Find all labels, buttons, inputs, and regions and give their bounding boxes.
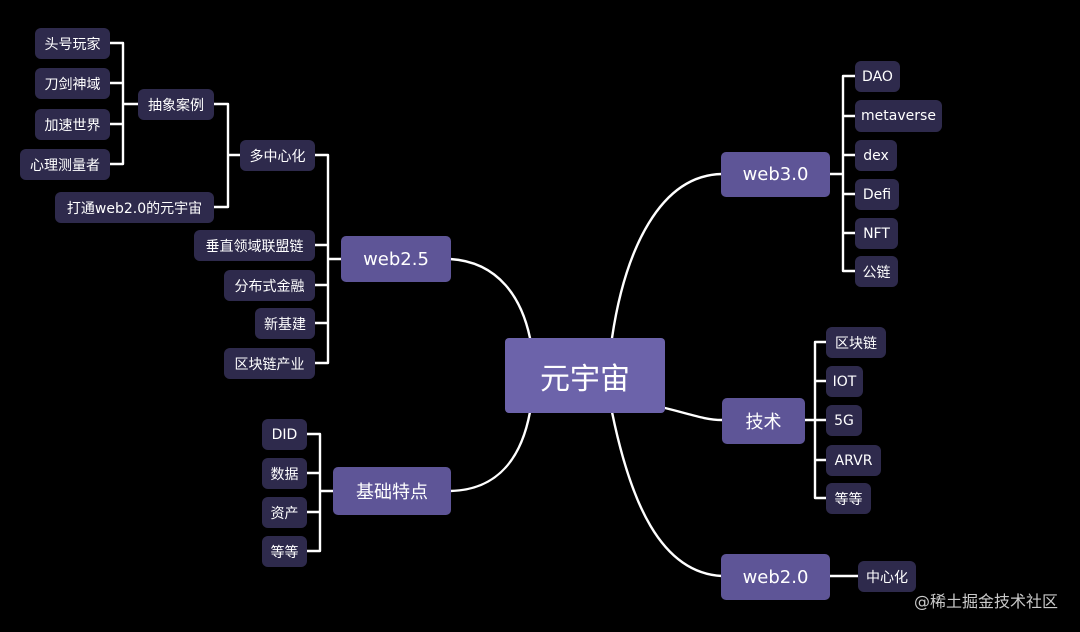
connector-root-basic [448,410,532,493]
connector-root-web25 [448,257,532,340]
node-defi[interactable]: Defi [855,179,899,210]
node-5g[interactable]: 5G [826,405,862,436]
node-etc-basic[interactable]: 等等 [262,536,307,567]
node-sword-art-online[interactable]: 刀剑神域 [35,68,110,99]
node-ready-player-one[interactable]: 头号玩家 [35,28,110,59]
connector-root-web20 [610,410,724,578]
node-abstract-cases[interactable]: 抽象案例 [138,89,214,120]
node-distributed-finance[interactable]: 分布式金融 [224,270,315,301]
branch-web30[interactable]: web3.0 [721,152,830,197]
node-public-chain[interactable]: 公链 [855,256,898,287]
node-nft[interactable]: NFT [855,218,898,249]
connector-basic-bracket [305,432,335,553]
node-psycho-pass[interactable]: 心理测量者 [20,149,110,180]
connector-root-tech [663,406,724,422]
node-blockchain-industry[interactable]: 区块链产业 [224,348,315,379]
connector-web30-bracket [828,74,857,273]
node-multi-center[interactable]: 多中心化 [240,140,315,171]
connector-abstract-bracket [108,41,140,166]
branch-basic-features[interactable]: 基础特点 [333,467,451,515]
node-metaverse[interactable]: metaverse [855,100,942,132]
branch-tech[interactable]: 技术 [722,398,805,444]
node-accel-world[interactable]: 加速世界 [35,109,110,140]
node-arvr[interactable]: ARVR [826,445,881,476]
connector-multicenter-bracket [212,102,242,209]
node-centralized[interactable]: 中心化 [858,561,916,592]
node-etc-tech[interactable]: 等等 [826,483,871,514]
node-dao[interactable]: DAO [855,61,900,92]
node-assets[interactable]: 资产 [262,497,307,528]
node-bridge-web20-metaverse[interactable]: 打通web2.0的元宇宙 [55,192,214,223]
connector-web25-bracket [313,153,343,365]
connector-root-web30 [610,172,724,340]
node-did[interactable]: DID [262,419,307,450]
node-data[interactable]: 数据 [262,458,307,489]
node-blockchain[interactable]: 区块链 [826,327,886,358]
node-vertical-consortium-chain[interactable]: 垂直领域联盟链 [194,230,315,261]
connector-tech-bracket [803,340,828,500]
root-node[interactable]: 元宇宙 [505,338,665,413]
branch-web20[interactable]: web2.0 [721,554,830,600]
watermark: @稀土掘金技术社区 [913,592,1058,611]
branch-web25[interactable]: web2.5 [341,236,451,282]
node-iot[interactable]: IOT [826,366,863,397]
node-dex[interactable]: dex [855,140,897,171]
node-new-infrastructure[interactable]: 新基建 [255,308,315,339]
